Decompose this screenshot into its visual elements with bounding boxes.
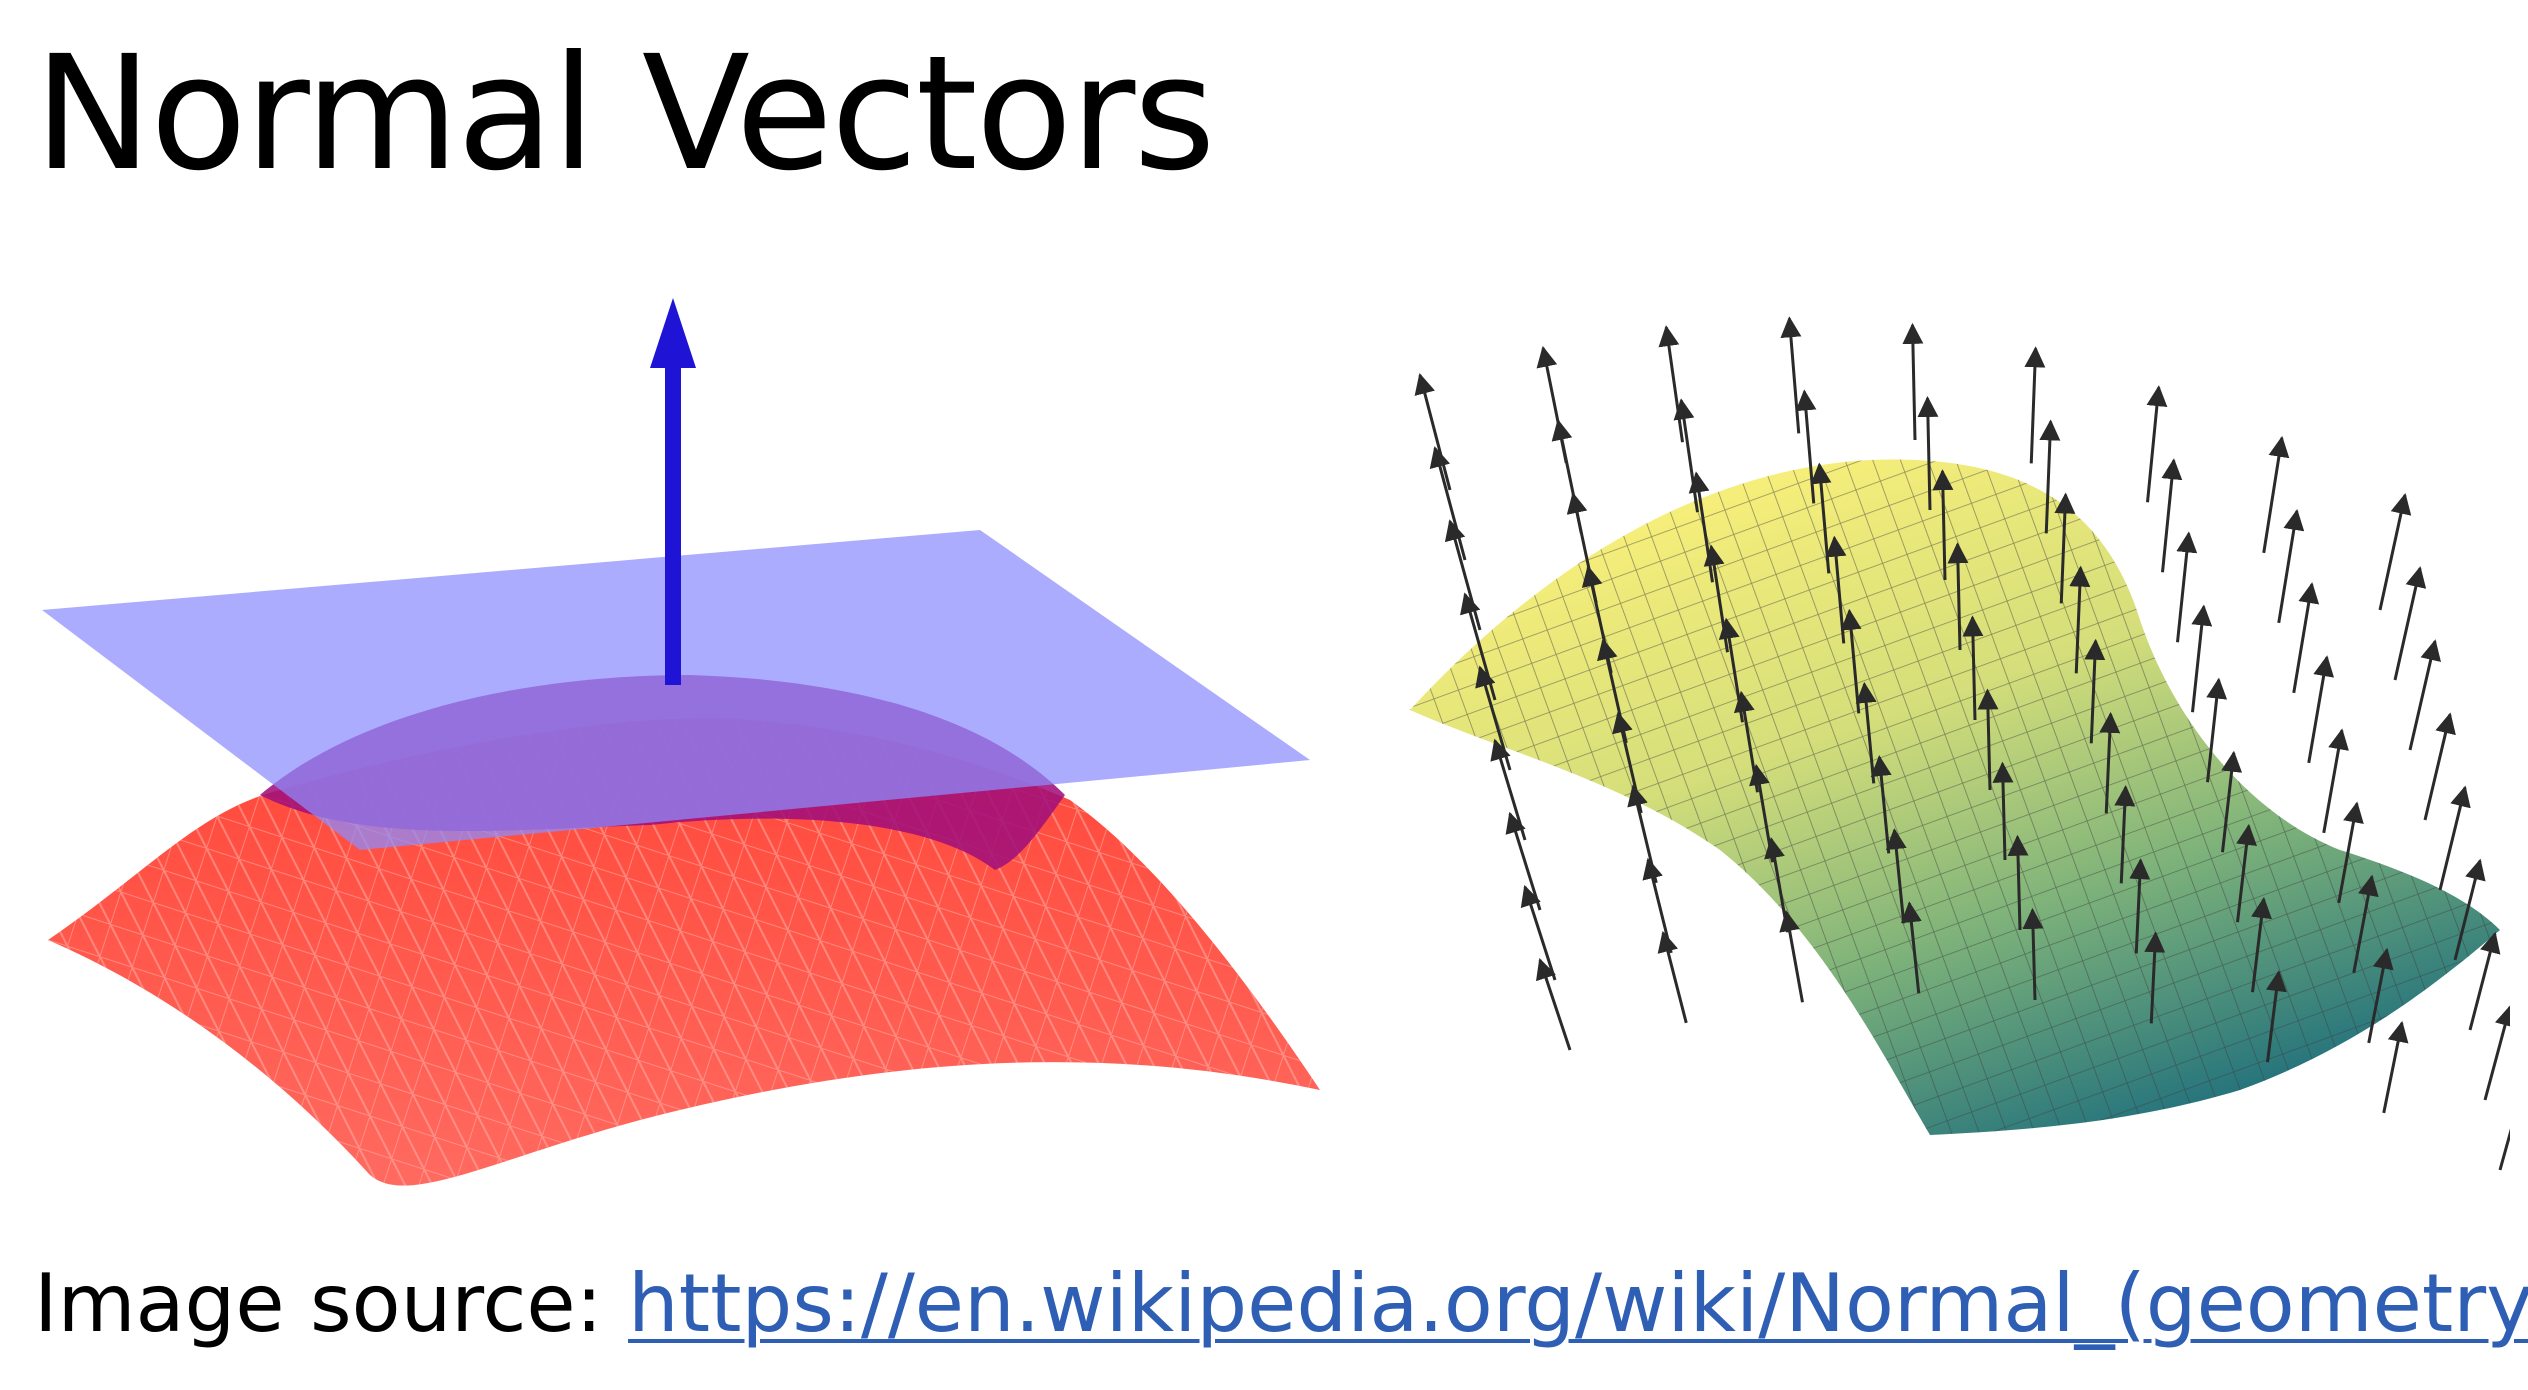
normal-arrow-icon xyxy=(1429,446,1467,561)
mesh-surface xyxy=(1410,459,2500,1135)
normal-arrow-icon xyxy=(2144,931,2166,1024)
normal-arrow-icon xyxy=(1658,325,1684,443)
normal-arrow-icon xyxy=(2408,639,2441,751)
normal-arrow-icon xyxy=(2292,582,2320,694)
normal-arrow-icon xyxy=(1520,884,1557,981)
normal-arrow-icon xyxy=(2022,907,2044,1001)
normal-arrow-icon xyxy=(2307,655,2335,764)
normal-arrow-icon xyxy=(2007,834,2029,931)
normal-arrow-icon xyxy=(1536,958,1572,1051)
slide-title: Normal Vectors xyxy=(34,22,1216,206)
normal-arrow-icon xyxy=(2322,728,2349,834)
normal-arrow-icon xyxy=(2221,750,2243,853)
normal-arrow-icon xyxy=(2206,677,2228,783)
normal-arrow-icon xyxy=(2337,801,2364,904)
image-source-label: Image source: xyxy=(34,1257,629,1350)
normal-arrow-icon xyxy=(1657,930,1688,1024)
normal-arrow-icon xyxy=(2084,638,2106,744)
tangent-plane-figure xyxy=(42,298,1320,1186)
normal-arrow-icon xyxy=(1795,389,1817,504)
normal-arrow-icon xyxy=(1490,738,1527,841)
normal-arrow-icon xyxy=(1673,398,1699,513)
normal-arrow-icon xyxy=(2236,823,2257,923)
normal-arrow-icon xyxy=(2382,1020,2409,1114)
normal-arrow-icon xyxy=(1917,396,1939,511)
normal-arrow-icon xyxy=(2099,711,2121,814)
normal-arrow-icon xyxy=(2393,566,2427,681)
normal-arrow-icon xyxy=(1902,322,1924,441)
normal-arrow-icon xyxy=(2265,970,2287,1063)
normal-arrow-icon xyxy=(1779,910,1804,1003)
normal-arrow-icon xyxy=(2129,858,2151,954)
image-source-link[interactable]: https://en.wikipedia.org/wiki/Normal_(ge… xyxy=(628,1257,2528,1350)
normal-arrow-icon xyxy=(2146,385,2168,503)
normal-arrow-icon xyxy=(1992,761,2014,861)
normal-arrow-icon xyxy=(2024,346,2046,464)
normal-arrow-field-icon xyxy=(1414,316,2510,1171)
normal-arrow-icon xyxy=(2054,492,2076,604)
normal-arrow-icon xyxy=(2191,604,2213,713)
normal-arrow-icon xyxy=(1505,811,1542,911)
tangent-plane xyxy=(42,530,1310,850)
normal-arrow-icon xyxy=(2423,712,2456,821)
normal-arrow-icon xyxy=(1947,542,1969,651)
normal-arrow-icon xyxy=(2069,565,2091,674)
normal-arrow-icon xyxy=(2176,531,2198,643)
normal-arrow-icon xyxy=(2251,897,2272,993)
normal-arrow-icon xyxy=(1414,372,1452,491)
normal-arrow-icon xyxy=(2378,492,2412,611)
blue-normal-arrow-icon xyxy=(650,298,696,685)
normal-arrow-icon xyxy=(2277,508,2305,624)
normal-arrow-icon xyxy=(1642,857,1673,954)
normal-arrow-icon xyxy=(1932,469,1954,581)
normal-arrow-icon xyxy=(1962,615,1984,721)
normal-arrow-icon xyxy=(2352,874,2379,974)
normal-arrow-icon xyxy=(2468,931,2501,1031)
normal-arrow-icon xyxy=(2161,458,2183,573)
normal-arrow-icon xyxy=(2262,435,2290,554)
normal-arrow-icon xyxy=(2483,1004,2510,1101)
normal-arrow-icon xyxy=(2114,785,2136,884)
normal-arrow-icon xyxy=(1900,901,1922,994)
normal-arrow-icon xyxy=(2039,419,2061,534)
normal-arrow-icon xyxy=(1977,688,1999,791)
image-source-line: Image source: https://en.wikipedia.org/w… xyxy=(34,1258,2528,1350)
normal-arrow-icon xyxy=(2367,947,2394,1044)
normal-arrow-icon xyxy=(1444,519,1482,631)
normal-arrow-icon xyxy=(2438,785,2471,891)
normal-arrow-icon xyxy=(2453,858,2486,961)
normal-arrow-icon xyxy=(2498,1077,2510,1171)
normal-arrow-icon xyxy=(1780,316,1802,434)
normal-field-figure xyxy=(1410,316,2510,1171)
